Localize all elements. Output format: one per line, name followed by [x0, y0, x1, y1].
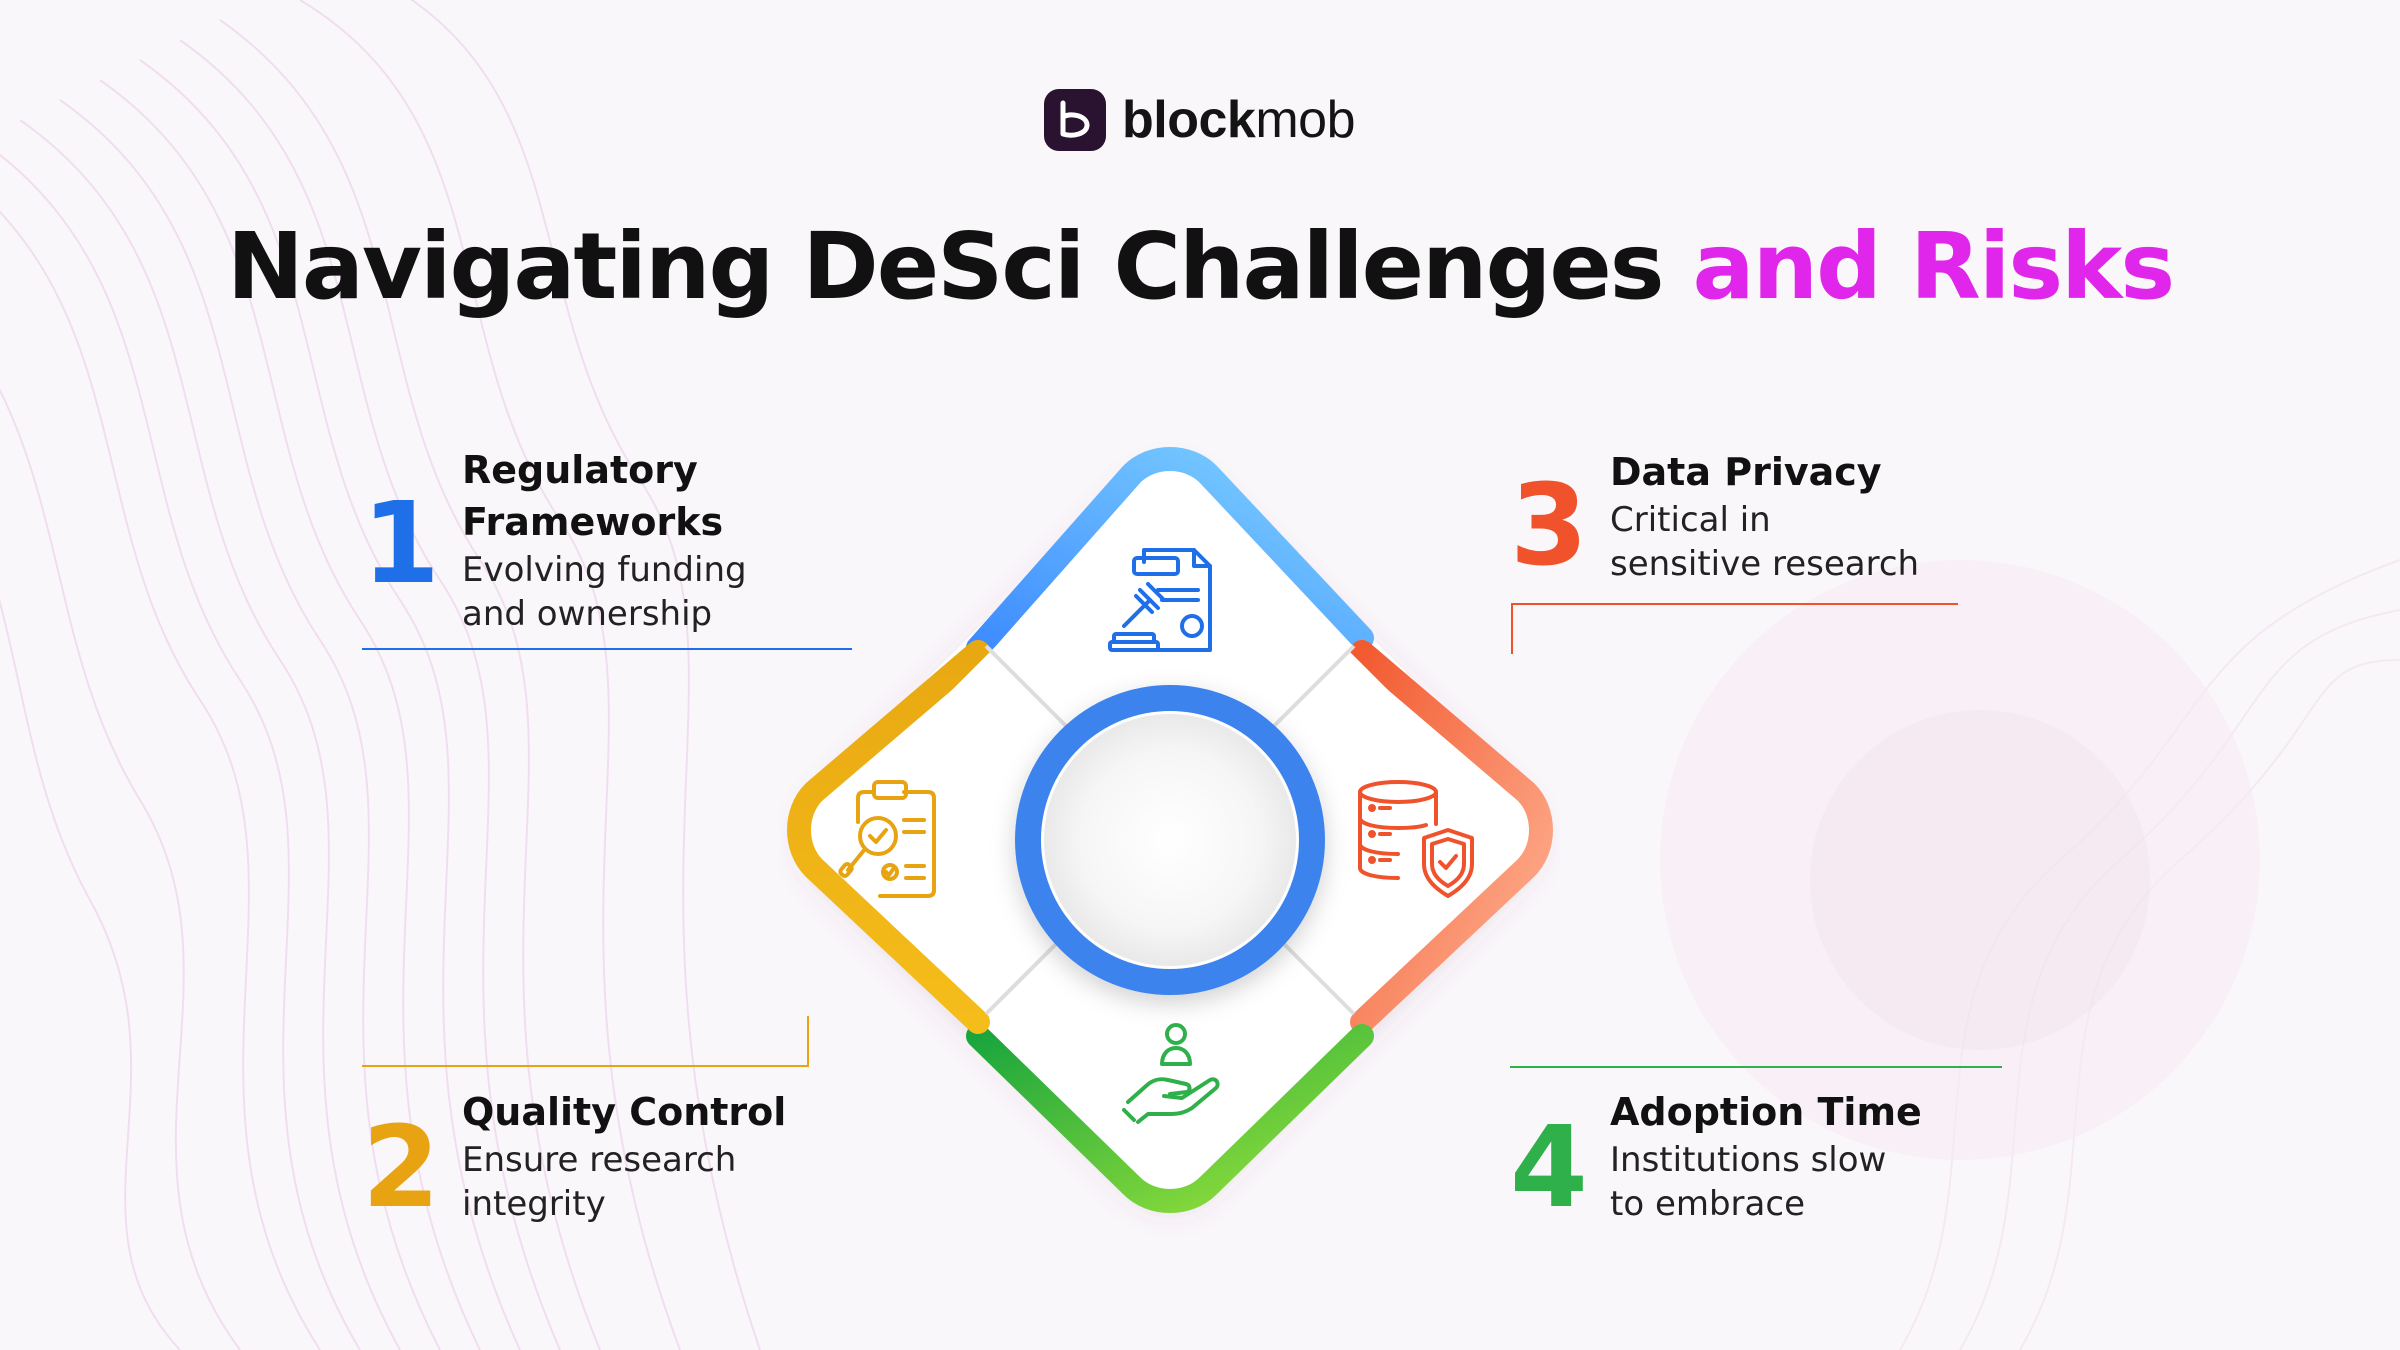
- item-heading: Adoption Time: [1610, 1090, 1922, 1134]
- challenge-item-2: 2 Quality Control Ensure research integr…: [362, 1086, 862, 1236]
- diagram-dividers: [984, 644, 1356, 1016]
- item-heading: Quality Control: [462, 1090, 787, 1134]
- item-description: Institutions slow to embrace: [1610, 1140, 1887, 1224]
- legal-document-gavel-icon: [1108, 548, 1212, 652]
- item-2-rule: [362, 1016, 809, 1067]
- item-number: 1: [362, 479, 440, 609]
- title-accent: and Risks: [1692, 213, 2176, 320]
- clipboard-inspection-icon: [838, 780, 936, 898]
- item-number: 4: [1510, 1103, 1588, 1233]
- edge-green: [966, 1024, 1374, 1213]
- challenge-item-1: 1 Regulatory Frameworks Evolving funding…: [362, 444, 862, 644]
- edge-blue: [966, 447, 1374, 660]
- brand-logo: blockmob: [1044, 88, 1355, 152]
- item-description: Ensure research integrity: [462, 1140, 737, 1224]
- item-4-rule: [1510, 1066, 2002, 1068]
- challenge-item-4: 4 Adoption Time Institutions slow to emb…: [1510, 1086, 2010, 1236]
- item-description: Critical in sensitive research: [1610, 500, 1920, 584]
- hand-person-icon: [1122, 1023, 1220, 1124]
- center-hub: [1044, 714, 1296, 966]
- edge-orange: [1350, 640, 1553, 1034]
- item-description: Evolving funding and ownership: [462, 550, 747, 634]
- item-number: 2: [362, 1103, 440, 1233]
- brand-name-regular: mob: [1255, 91, 1355, 149]
- item-1-rule: [362, 648, 852, 650]
- item-heading: Data Privacy: [1610, 450, 1882, 494]
- title-main: Navigating DeSci Challenges: [226, 213, 1665, 320]
- item-heading: Regulatory Frameworks: [462, 448, 724, 544]
- edge-yellow: [787, 640, 990, 1034]
- page-title: Navigating DeSci Challenges and Risks: [0, 216, 2400, 317]
- item-number: 3: [1510, 461, 1588, 591]
- database-shield-icon: [1358, 780, 1474, 898]
- brand-name-bold: block: [1122, 91, 1256, 149]
- blockmob-logo-icon: [1044, 89, 1106, 151]
- brand-name: blockmob: [1122, 94, 1355, 146]
- challenge-item-3: 3 Data Privacy Critical in sensitive res…: [1510, 446, 2010, 596]
- item-3-rule: [1511, 603, 1958, 654]
- challenges-diamond-diagram: [787, 447, 1553, 1213]
